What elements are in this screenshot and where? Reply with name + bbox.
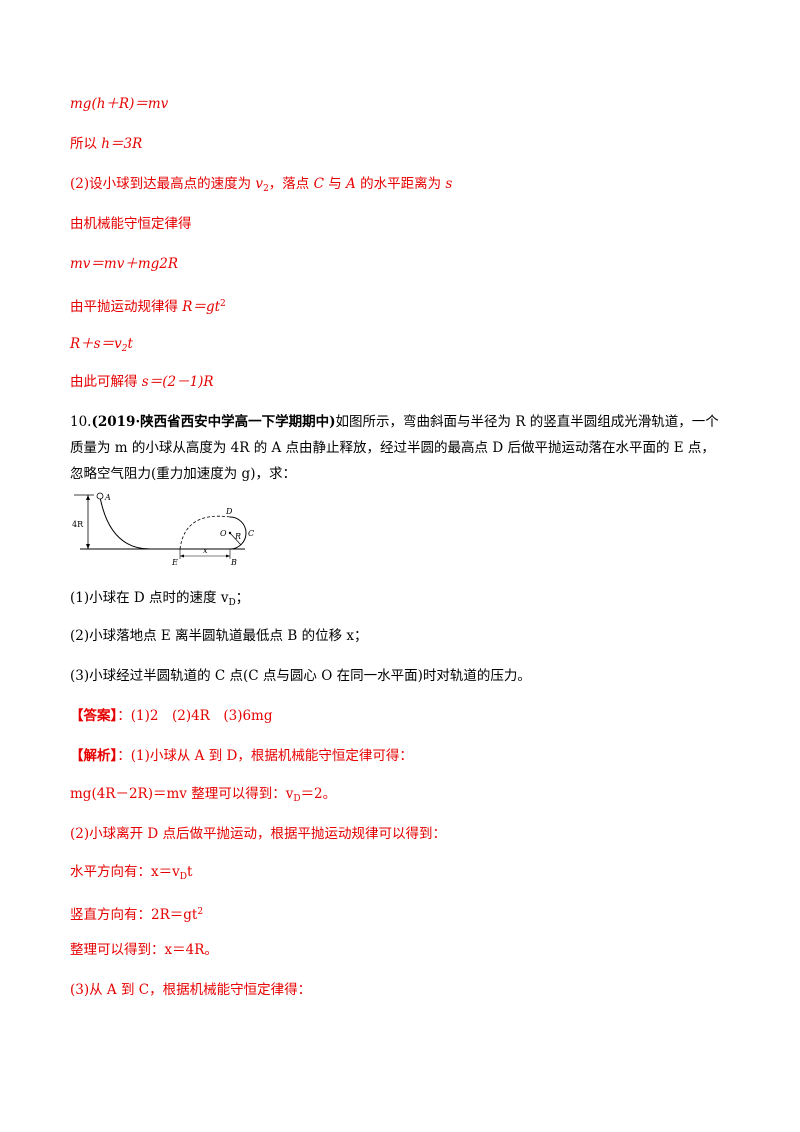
radius-line	[229, 532, 242, 546]
analysis-line-3: (2)小球离开 D 点后做平抛运动，根据平抛运动规律可以得到：	[70, 826, 447, 842]
answer-line: 【答案】：(1)2 (2)4R (3)6mg	[70, 708, 273, 724]
height-arrow-head-top	[86, 495, 90, 500]
label-a: A	[104, 493, 111, 502]
problem-source: (2019·陕西省西安中学高一下学期期中)	[91, 414, 336, 430]
analysis-line-5: 竖直方向有：2R＝gt2	[70, 907, 204, 923]
question-1: (1)小球在 D 点时的速度 vD；	[70, 590, 250, 608]
label-e: E	[171, 558, 178, 567]
problem-line-3: 忽略空气阻力(重力加速度为 g)，求：	[70, 466, 296, 482]
x-arrow-head-left	[180, 554, 184, 558]
problem-number: 10.	[70, 414, 92, 430]
curved-incline	[99, 496, 151, 550]
label-height: 4R	[72, 520, 84, 529]
projectile-path	[179, 515, 231, 550]
height-arrow-head-bottom	[86, 544, 90, 549]
solution-line-7: R＋s＝v2t	[70, 336, 133, 354]
label-d: D	[225, 507, 233, 516]
track-figure: A 4R D O R C E x B	[72, 492, 254, 567]
label-x: x	[203, 546, 208, 555]
problem-line-2: 质量为 m 的小球从高度为 4R 的 A 点由静止释放，经过半圆的最高点 D 后…	[70, 440, 715, 456]
label-r: R	[234, 532, 241, 541]
solution-line-1: mg(h＋R)＝mv	[70, 96, 169, 112]
analysis-line-7: (3)从 A 到 C，根据机械能守恒定律得：	[70, 982, 312, 998]
analysis-label: 【解析】	[70, 748, 118, 764]
problem-line-1: 10.(2019·陕西省西安中学高一下学期期中)如图所示，弯曲斜面与半径为 R …	[70, 414, 719, 430]
solution-line-6: 由平抛运动规律得 R＝gt2	[70, 299, 226, 315]
question-2: (2)小球落地点 E 离半圆轨道最低点 B 的位移 x；	[70, 628, 368, 644]
answer-label: 【答案】	[70, 708, 118, 724]
question-3: (3)小球经过半圆轨道的 C 点(C 点与圆心 O 在同一水平面)时对轨道的压力…	[70, 668, 531, 684]
analysis-line-6: 整理可以得到：x＝4R。	[70, 942, 218, 958]
analysis-line-4: 水平方向有：x＝vDt	[70, 864, 193, 882]
analysis-line-2: mg(4R－2R)＝mv 整理可以得到：vD＝2。	[70, 786, 337, 804]
solution-line-4: 由机械能守恒定律得	[70, 216, 192, 232]
analysis-line-1: 【解析】：(1)小球从 A 到 D，根据机械能守恒定律可得：	[70, 748, 413, 764]
solution-line-5: mv＝mv＋mg2R	[70, 256, 179, 272]
x-arrow-head-right	[226, 554, 230, 558]
label-o: O	[220, 529, 227, 538]
solution-line-2: 所以 h＝3R	[70, 136, 143, 152]
label-b: B	[230, 558, 237, 567]
solution-line-3: (2)设小球到达最高点的速度为 v2，落点 C 与 A 的水平距离为 s	[70, 176, 453, 194]
label-c: C	[248, 529, 254, 538]
ball	[96, 492, 104, 500]
semicircle-track	[229, 516, 247, 550]
solution-line-8: 由此可解得 s＝(2－1)R	[70, 374, 214, 390]
